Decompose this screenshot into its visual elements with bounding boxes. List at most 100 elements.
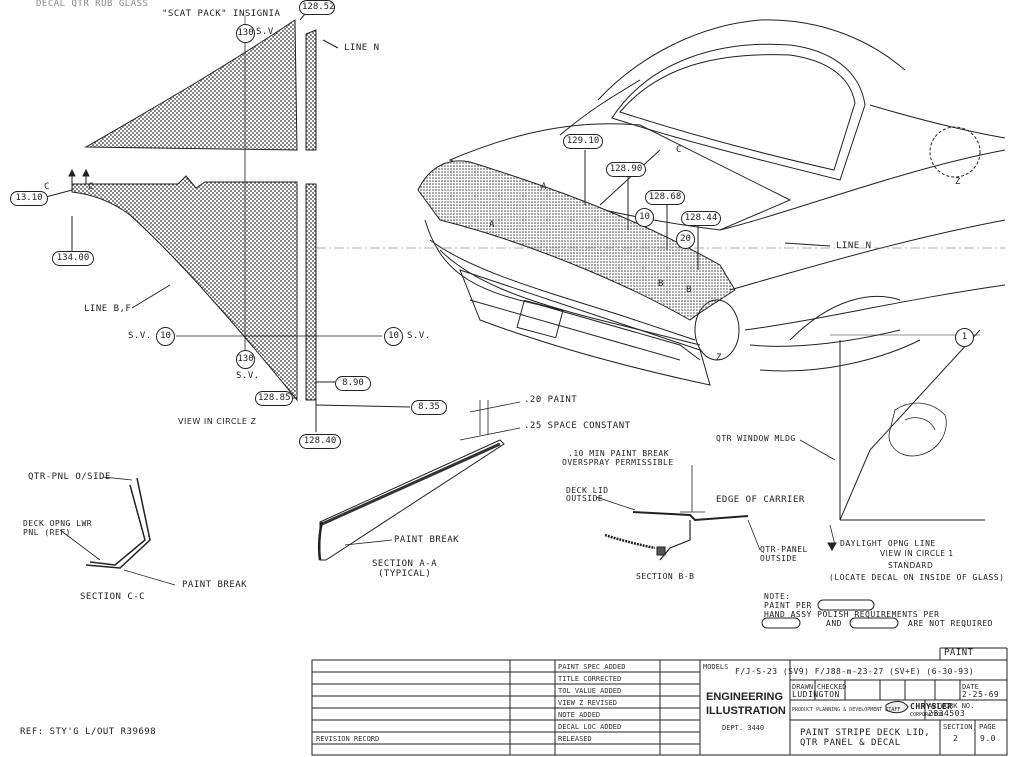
- paint-category: PAINT: [944, 648, 974, 658]
- section-aa-caption: SECTION A-A: [372, 559, 438, 569]
- chrysler-sub: CORPORATION: [910, 712, 944, 718]
- circle-1-callout: 1: [955, 328, 974, 347]
- title-block: [311, 647, 1008, 756]
- dimension-13-10: 13.10: [10, 191, 48, 206]
- paint-label: .20 PAINT: [524, 395, 578, 405]
- page-label: PAGE: [979, 723, 996, 731]
- section-cc-caption: SECTION C-C: [80, 592, 146, 602]
- rev-row-4: VIEW Z REVISED: [558, 699, 618, 707]
- section-b-mark-1: B: [658, 279, 664, 289]
- deck-opng-label: DECK OPNG LWR: [23, 519, 93, 528]
- rev-row-1: PAINT SPEC ADDED: [558, 663, 626, 671]
- sv-under-label: S.V.: [236, 371, 260, 381]
- section-aa-typical: (TYPICAL): [378, 569, 432, 579]
- deck-lid-outside-label: OUTSIDE: [566, 494, 604, 503]
- view-z-drawing: [45, 7, 411, 432]
- standard-label: STANDARD: [888, 561, 934, 570]
- chrysler-brand: CHRYSLER: [910, 702, 953, 711]
- note-line-1: PAINT PER: [764, 601, 812, 610]
- dimension-128-85: 128.85: [255, 391, 293, 406]
- dimension-128-44: 128.44: [681, 211, 721, 226]
- section-a-mark-2: A: [489, 220, 495, 230]
- deck-lid-label: DECK LID: [566, 486, 609, 495]
- rev-row-3: TOL VALUE ADDED: [558, 687, 622, 695]
- line-bf-label: LINE B,F: [84, 304, 132, 314]
- rev-row-2: TITLE CORRECTED: [558, 675, 622, 683]
- sv-10-bubble-right: 10: [384, 327, 403, 346]
- dimension-129-10: 129.10: [563, 134, 603, 149]
- dimension-8-35: 8.35: [411, 400, 447, 415]
- line-n-label: LINE N: [344, 43, 380, 53]
- note-line-3b: ARE NOT REQUIRED: [908, 619, 994, 628]
- note-title: NOTE:: [764, 592, 791, 601]
- sv-130-bubble: 130: [236, 24, 255, 43]
- car-line-n-label: LINE N: [836, 241, 872, 251]
- note-boxes: [761, 599, 899, 629]
- rev-bottom: REVISION RECORD: [316, 735, 380, 743]
- models-label: MODELS: [703, 663, 729, 671]
- callout-20: 20: [676, 230, 695, 249]
- product-line: PRODUCT PLANNING & DEVELOPMENT STAFF: [792, 707, 901, 713]
- rev-row-6: DECAL LOC ADDED: [558, 723, 622, 731]
- section-cc-drawing: [59, 476, 176, 586]
- section-label: SECTION: [943, 723, 973, 731]
- sv-10-bubble-left: 10: [156, 327, 175, 346]
- decal-note: "SCAT PACK" INSIGNIA: [162, 9, 281, 19]
- section-cc-paint-break: PAINT BREAK: [182, 580, 248, 590]
- qtr-pnl-outside-label: QTR-PNL O/SIDE: [28, 472, 111, 482]
- note-line-3: AND: [826, 619, 842, 628]
- section-c-mark: C: [676, 145, 682, 155]
- desc-line-2: QTR PANEL & DECAL: [800, 738, 901, 748]
- dimension-134-00: 134.00: [52, 251, 94, 266]
- dimension-128-40: 128.40: [299, 434, 341, 449]
- circle-z-mark: Z: [716, 353, 722, 363]
- illustration-label: ILLUSTRATION: [706, 705, 786, 717]
- rev-row-5: NOTE ADDED: [558, 711, 601, 719]
- upper-stripe: [84, 19, 298, 151]
- styling-ref: REF: STY'G L/OUT R39698: [20, 727, 157, 737]
- page-value: 9.0: [980, 734, 996, 743]
- date-value: 2-25-69: [962, 690, 1000, 699]
- section-value: 2: [953, 734, 959, 743]
- daylight-opng-label: DAYLIGHT OPNG LINE: [840, 539, 936, 548]
- section-a-mark-1: A: [541, 182, 547, 192]
- lower-band: [305, 183, 317, 401]
- dimension-128-52: 128.52: [299, 0, 335, 15]
- qtr-window-label: QTR WINDOW MLDG: [716, 434, 796, 443]
- rear-stripe: [417, 160, 736, 321]
- circle-z-mark-2: Z: [955, 177, 961, 187]
- qtr-panel-outside-label: OUTSIDE: [760, 554, 798, 563]
- dept-label: DEPT. 3440: [722, 724, 765, 732]
- dimension-128-90: 128.90: [606, 162, 646, 177]
- note-line-2: HAND ASSY POLISH REQUIREMENTS PER: [764, 610, 940, 619]
- models-value: F/J-S-23 (SV9) F/J88-m-23-27 (SV+E) (6-3…: [735, 667, 975, 676]
- min-paint-break-label: .10 MIN PAINT BREAK: [568, 449, 670, 458]
- sv-left-prefix: S.V.: [128, 331, 152, 341]
- section-aa-drawing: [317, 400, 521, 561]
- qtr-panel-label: QTR-PANEL: [760, 545, 808, 554]
- callout-10: 10: [635, 208, 654, 227]
- part-label: ARTWORK NO.: [928, 702, 975, 710]
- dimension-128-68: 128.68: [645, 190, 685, 205]
- section-c-left: C: [44, 182, 50, 192]
- lower-stripe: [71, 175, 298, 402]
- engineering-label: ENGINEERING: [706, 691, 784, 703]
- edge-of-carrier-label: EDGE OF CARRIER: [716, 495, 805, 505]
- date-label: DATE: [962, 683, 979, 691]
- section-aa-paint-break: PAINT BREAK: [394, 535, 460, 545]
- rev-bottom-2: RELEASED: [558, 735, 592, 743]
- checked-label: CHECKED: [817, 683, 847, 691]
- section-bb-caption: SECTION B-B: [636, 572, 695, 581]
- upper-band: [305, 29, 317, 151]
- section-b-mark-2: B: [686, 285, 692, 295]
- overspray-label: OVERSPRAY PERMISSIBLE: [562, 458, 674, 467]
- section-bb-drawing: [595, 465, 761, 561]
- drawn-by: LUDINGTON: [792, 690, 840, 699]
- view-z-caption: VIEW IN CIRCLE Z: [178, 417, 257, 426]
- space-constant-label: .25 SPACE CONSTANT: [524, 421, 631, 431]
- sv-130-bubble-bottom: 130: [236, 350, 255, 369]
- sv-label-top: S.V.: [256, 27, 280, 37]
- section-c-right: C: [88, 182, 94, 192]
- desc-line-1: PAINT STRIPE DECK LID,: [800, 728, 931, 738]
